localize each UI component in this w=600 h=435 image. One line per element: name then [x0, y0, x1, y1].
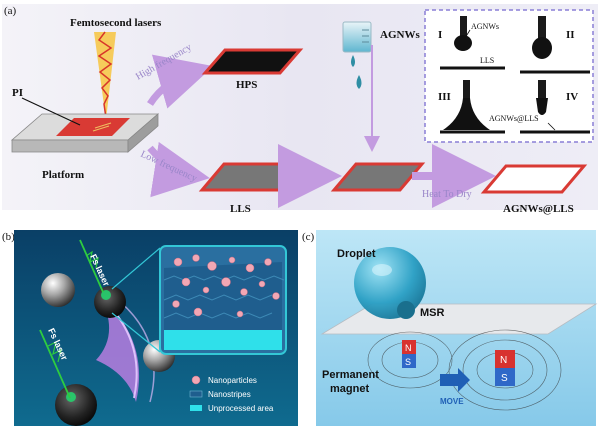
panel-c-label: (c)	[302, 231, 315, 243]
pi-label: PI	[12, 87, 23, 99]
inset-border	[424, 9, 594, 143]
zoom-line	[111, 247, 161, 290]
permanent-magnet-right: N S	[495, 350, 515, 386]
fs-laser-beam-2	[39, 329, 71, 399]
sphere-processed	[94, 286, 126, 318]
msr-bump	[397, 301, 415, 319]
inset-label-iii: III	[438, 91, 451, 103]
inset-label-ii: II	[566, 29, 575, 41]
sphere-bottom	[55, 384, 97, 426]
femtosecond-lasers-label: Femtosecond lasers	[70, 17, 162, 29]
high-frequency-arrow	[147, 54, 214, 109]
panel-b-label: (b)	[2, 231, 15, 243]
agnws-droplet-i	[454, 35, 472, 51]
droplet	[354, 247, 426, 319]
surface-zoom-box	[159, 245, 287, 355]
magnet-right-n: N	[500, 355, 507, 366]
laser-spot	[101, 290, 111, 300]
legend-nanoparticles-marker	[191, 375, 201, 385]
platform-label: Platform	[42, 169, 84, 181]
move-arrow	[440, 368, 470, 392]
panel-a-label: (a)	[4, 5, 17, 17]
magnet-left-s: S	[405, 357, 411, 367]
pi-pointer	[21, 97, 81, 126]
panel-a: (a) Femtosecond lasers PI Platform High …	[2, 4, 598, 215]
lls-coated-sample	[330, 162, 426, 192]
hps-label: HPS	[236, 79, 257, 91]
legend-nanostripes: Nanostripes	[208, 390, 251, 399]
hps-sample	[201, 48, 304, 75]
microsphere-arc	[96, 296, 140, 402]
permanent-label: Permanent	[322, 369, 379, 381]
agnws-label: AGNWs	[380, 29, 420, 41]
inset-label-i: I	[438, 29, 442, 41]
agnws-lls-label: AGNWs@LLS	[503, 203, 574, 215]
panel-c: (c) Droplet MSR N S N S	[302, 230, 598, 426]
panel-b: (b) Fs laser Fs laser	[2, 230, 298, 426]
legend-unprocessed: Unprocessed area	[208, 404, 274, 413]
inset-lls-label: LLS	[480, 56, 494, 65]
inset-label-iv: IV	[566, 91, 578, 103]
heat-to-dry-label: Heat To Dry	[422, 189, 472, 200]
femtosecond-laser-beam	[94, 31, 116, 120]
unprocessed-area	[164, 330, 282, 350]
legend-nanoparticles: Nanoparticles	[208, 376, 257, 385]
lls-label: LLS	[230, 203, 251, 215]
fs-laser-beam-1	[79, 239, 104, 293]
water-drop-icon	[351, 55, 355, 67]
magnet-right-s: S	[501, 373, 508, 384]
contact-angle-inset: I AGNWs LLS II III IV AGNWs@LLS	[424, 9, 594, 143]
agnws-beaker	[342, 21, 372, 89]
sphere-top-left	[41, 273, 75, 307]
nanoparticles	[172, 254, 280, 318]
inset-agnws-label: AGNWs	[471, 22, 499, 31]
water-drop-icon	[356, 75, 362, 89]
legend-unprocessed-marker	[190, 405, 202, 411]
legend-nanostripes-marker	[189, 390, 203, 398]
magnet-left-n: N	[405, 343, 412, 353]
magnet-label: magnet	[330, 383, 369, 395]
droplet-label: Droplet	[337, 248, 376, 260]
permanent-magnet-left: N S	[402, 340, 416, 368]
agnws-lls-sample	[480, 164, 588, 194]
move-label: MOVE	[440, 397, 464, 406]
zoom-line	[111, 312, 161, 353]
inset-agnws-lls-label: AGNWs@LLS	[489, 114, 539, 123]
low-frequency-arrow	[147, 141, 210, 198]
msr-label: MSR	[420, 307, 445, 319]
panel-b-legend: Nanoparticles Nanostripes Unprocessed ar…	[189, 375, 274, 413]
